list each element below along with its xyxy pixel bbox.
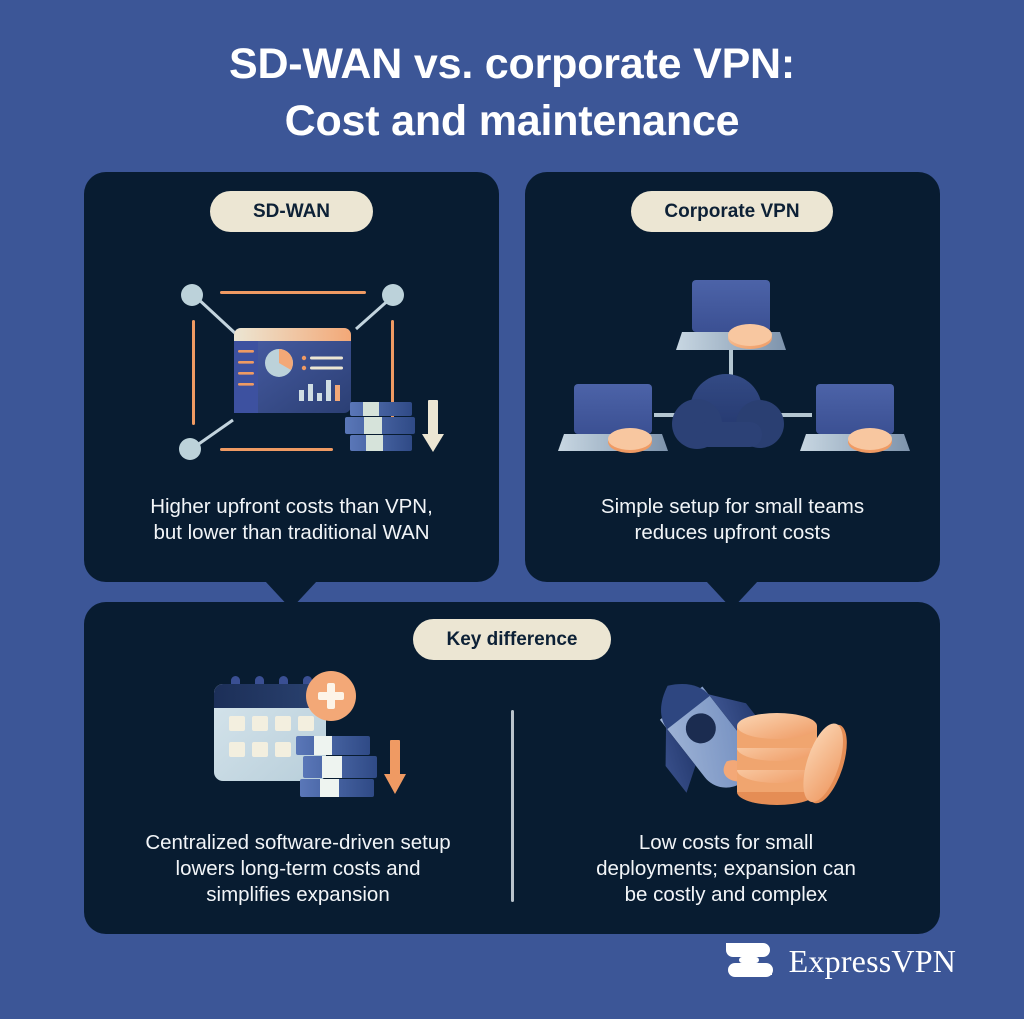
laptop-right-icon <box>800 384 910 453</box>
caption-corporate-vpn-line-1: Simple setup for small teams <box>600 495 865 518</box>
caption-key-right-line-2: deployments; expansion can <box>596 857 856 881</box>
coin-stack-icon <box>737 713 847 805</box>
page-title: SD-WAN vs. corporate VPN: Cost and maint… <box>0 36 1024 150</box>
network-frame-lines <box>192 291 394 451</box>
caption-key-right-line-3: be costly and complex <box>624 883 828 907</box>
expressvpn-logo[interactable]: ExpressVPN <box>723 940 956 983</box>
pill-sdwan-label: SD-WAN <box>252 200 331 222</box>
caption-sdwan: Higher upfront costs than VPN, but lower… <box>84 494 499 546</box>
calendar-icon <box>214 684 326 781</box>
down-arrow-icon <box>422 400 444 452</box>
caption-key-difference-right: Low costs for small deployments; expansi… <box>512 830 940 909</box>
caption-key-difference-left: Centralized software-driven setup lowers… <box>84 830 512 909</box>
caption-corporate-vpn-line-2: reduces upfront costs <box>634 521 831 545</box>
plus-badge-icon <box>306 671 356 721</box>
dashboard-sidebar-items <box>238 350 254 386</box>
cloud-icon <box>672 374 784 449</box>
key-difference-divider <box>511 710 514 902</box>
caption-key-left-line-3: simplifies expansion <box>206 883 390 907</box>
illustration-rocket-coins <box>622 666 862 806</box>
pill-corporate-vpn-label: Corporate VPN <box>664 200 800 222</box>
pill-sdwan: SD-WAN <box>210 191 373 232</box>
money-stack-icon <box>345 402 415 451</box>
dashboard-bar-chart <box>299 380 340 401</box>
expressvpn-e-mark-icon <box>723 940 775 983</box>
caption-key-right-line-1: Low costs for small <box>638 831 814 854</box>
laptop-left-icon <box>558 384 668 453</box>
pill-key-difference-label: Key difference <box>446 628 578 650</box>
caption-sdwan-line-2: but lower than traditional WAN <box>153 521 430 545</box>
calendar-date-cells <box>229 716 314 757</box>
caption-sdwan-line-1: Higher upfront costs than VPN, <box>150 495 433 518</box>
dashboard-panel <box>234 328 351 413</box>
illustration-calendar-money <box>190 666 430 806</box>
money-stack-icon <box>296 736 377 797</box>
page-title-line-1: SD-WAN vs. corporate VPN: <box>228 40 796 88</box>
down-arrow-icon <box>384 740 406 794</box>
caption-key-left-line-2: lowers long-term costs and <box>175 857 421 881</box>
pill-corporate-vpn: Corporate VPN <box>631 191 833 232</box>
page-title-line-2: Cost and maintenance <box>284 97 740 146</box>
pill-key-difference: Key difference <box>413 619 611 660</box>
laptop-top-icon <box>676 280 786 350</box>
leaning-coin-icon <box>803 723 847 804</box>
dashboard-pie-chart <box>265 349 293 377</box>
caption-key-left-line-1: Centralized software-driven setup <box>145 831 451 854</box>
caption-corporate-vpn: Simple setup for small teams reduces upf… <box>525 494 940 546</box>
illustration-sdwan-dashboard <box>160 272 460 472</box>
expressvpn-wordmark: ExpressVPN <box>788 943 956 979</box>
illustration-vpn-network <box>554 272 914 472</box>
dashboard-list-rows <box>301 355 343 371</box>
network-nodes <box>179 284 404 460</box>
